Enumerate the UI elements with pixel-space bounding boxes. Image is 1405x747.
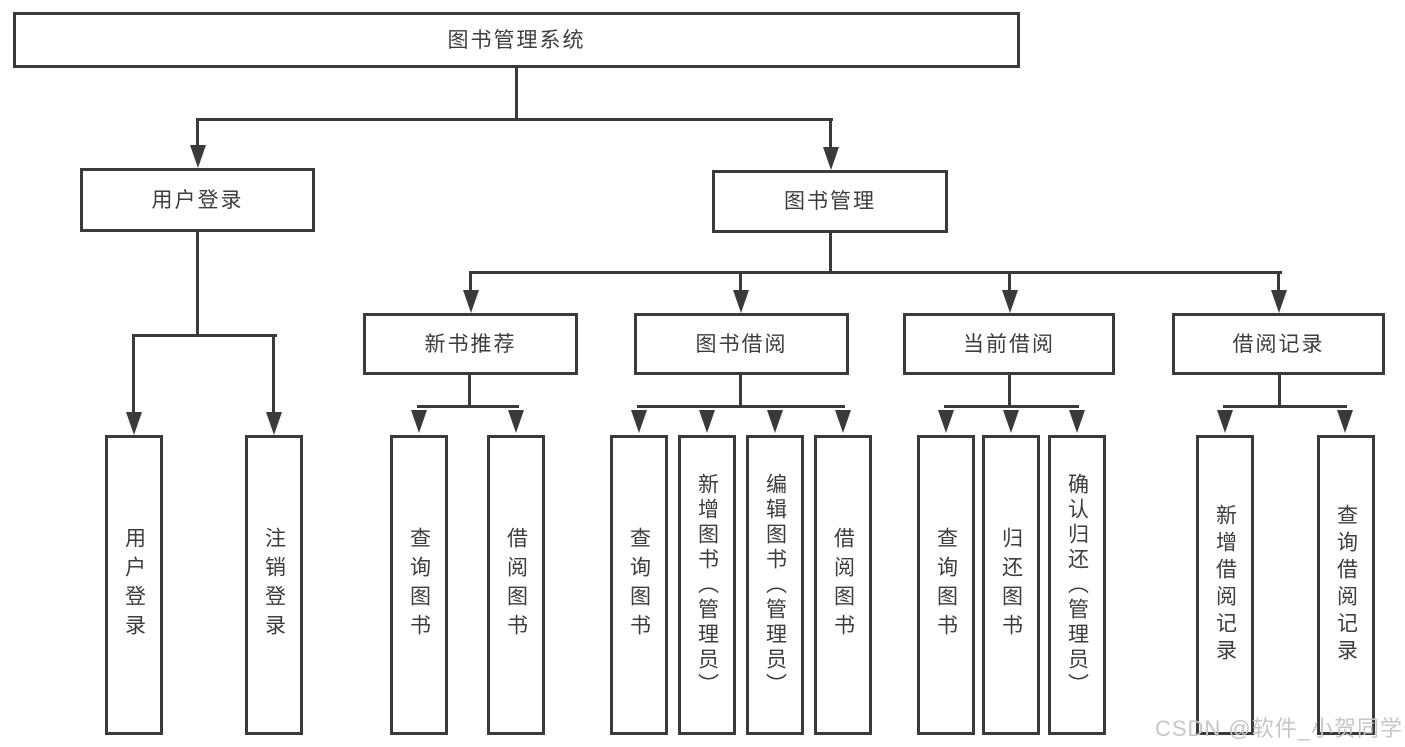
arrow-down-icon xyxy=(1217,410,1233,433)
node-new-book-recommend: 新书推荐 xyxy=(363,313,578,375)
node-borrowing-records: 借阅记录 xyxy=(1172,313,1385,375)
leaf-label: 新增图书（管理员） xyxy=(695,472,719,698)
node-library-system: 图书管理系统 xyxy=(13,12,1020,68)
leaf-label: 归还图书 xyxy=(999,527,1023,643)
leaf-label: 查询图书 xyxy=(627,527,651,643)
leaf-query-books-recommend: 查询图书 xyxy=(390,435,448,735)
leaf-label: 确认归还（管理员） xyxy=(1065,472,1089,698)
watermark: CSDN @软件_小贺同学 xyxy=(1154,716,1403,741)
leaf-label: 用户登录 xyxy=(122,527,146,643)
leaf-label: 注销登录 xyxy=(262,527,286,643)
arrow-down-icon xyxy=(190,145,206,168)
arrow-down-icon xyxy=(1337,410,1353,433)
connector-user-login-down xyxy=(196,232,199,337)
connector-recommend-down xyxy=(468,375,471,408)
connector-borrowing-rail xyxy=(637,405,845,408)
leaf-logout-login: 注销登录 xyxy=(245,435,303,735)
leaf-label: 编辑图书（管理员） xyxy=(763,472,787,698)
leaf-label: 查询借阅记录 xyxy=(1334,504,1358,666)
leaf-label: 借阅图书 xyxy=(831,527,855,643)
node-book-management: 图书管理 xyxy=(712,170,948,233)
leaf-user-login: 用户登录 xyxy=(105,435,163,735)
arrow-down-icon xyxy=(1069,410,1085,433)
arrow-down-icon xyxy=(266,412,282,435)
connector-recommend-rail xyxy=(417,405,519,408)
arrow-down-icon xyxy=(463,290,479,313)
leaf-query-books-borrowing: 查询图书 xyxy=(610,435,668,735)
arrow-down-icon xyxy=(631,410,647,433)
arrow-down-icon xyxy=(1003,410,1019,433)
arrow-down-icon xyxy=(508,410,524,433)
arrow-down-icon xyxy=(126,412,142,435)
arrow-down-icon xyxy=(411,410,427,433)
node-current-borrowing: 当前借阅 xyxy=(903,313,1115,375)
connector-records-down xyxy=(1278,375,1281,408)
leaf-label: 查询图书 xyxy=(934,527,958,643)
leaf-borrow-books-borrowing: 借阅图书 xyxy=(814,435,872,735)
connector-drop xyxy=(1277,273,1280,292)
leaf-return-books: 归还图书 xyxy=(982,435,1040,735)
connector-drop xyxy=(272,336,275,415)
connector-drop xyxy=(469,273,472,292)
leaf-add-book-admin: 新增图书（管理员） xyxy=(678,435,736,735)
connector-records-rail xyxy=(1223,405,1347,408)
leaf-edit-book-admin: 编辑图书（管理员） xyxy=(746,435,804,735)
connector-borrowing-down xyxy=(739,375,742,408)
arrow-down-icon xyxy=(733,290,749,313)
connector-drop xyxy=(829,120,832,150)
arrow-down-icon xyxy=(1002,290,1018,313)
connector-drop xyxy=(196,120,199,148)
leaf-add-borrow-record: 新增借阅记录 xyxy=(1196,435,1254,735)
arrow-down-icon xyxy=(938,410,954,433)
arrow-down-icon xyxy=(835,410,851,433)
connector-level3-rail xyxy=(469,271,1282,274)
connector-book-mgmt-down xyxy=(829,233,832,274)
leaf-label: 查询图书 xyxy=(407,527,431,643)
connector-drop xyxy=(739,273,742,292)
leaf-query-books-current: 查询图书 xyxy=(917,435,975,735)
arrow-down-icon xyxy=(1271,290,1287,313)
connector-current-rail xyxy=(944,405,1079,408)
arrow-down-icon xyxy=(823,147,839,170)
leaf-label: 借阅图书 xyxy=(504,527,528,643)
leaf-query-borrow-record: 查询借阅记录 xyxy=(1317,435,1375,735)
connector-drop xyxy=(1008,273,1011,292)
node-user-login: 用户登录 xyxy=(80,168,315,232)
arrow-down-icon xyxy=(699,410,715,433)
connector-root-down xyxy=(515,68,518,120)
leaf-label: 新增借阅记录 xyxy=(1213,504,1237,666)
arrow-down-icon xyxy=(767,410,783,433)
connector-current-down xyxy=(1008,375,1011,408)
connector-level2-rail xyxy=(196,118,833,121)
connector-user-login-rail xyxy=(132,334,277,337)
connector-drop xyxy=(132,336,135,415)
leaf-confirm-return-admin: 确认归还（管理员） xyxy=(1048,435,1106,735)
node-book-borrowing: 图书借阅 xyxy=(634,313,849,375)
leaf-borrow-books-recommend: 借阅图书 xyxy=(487,435,545,735)
